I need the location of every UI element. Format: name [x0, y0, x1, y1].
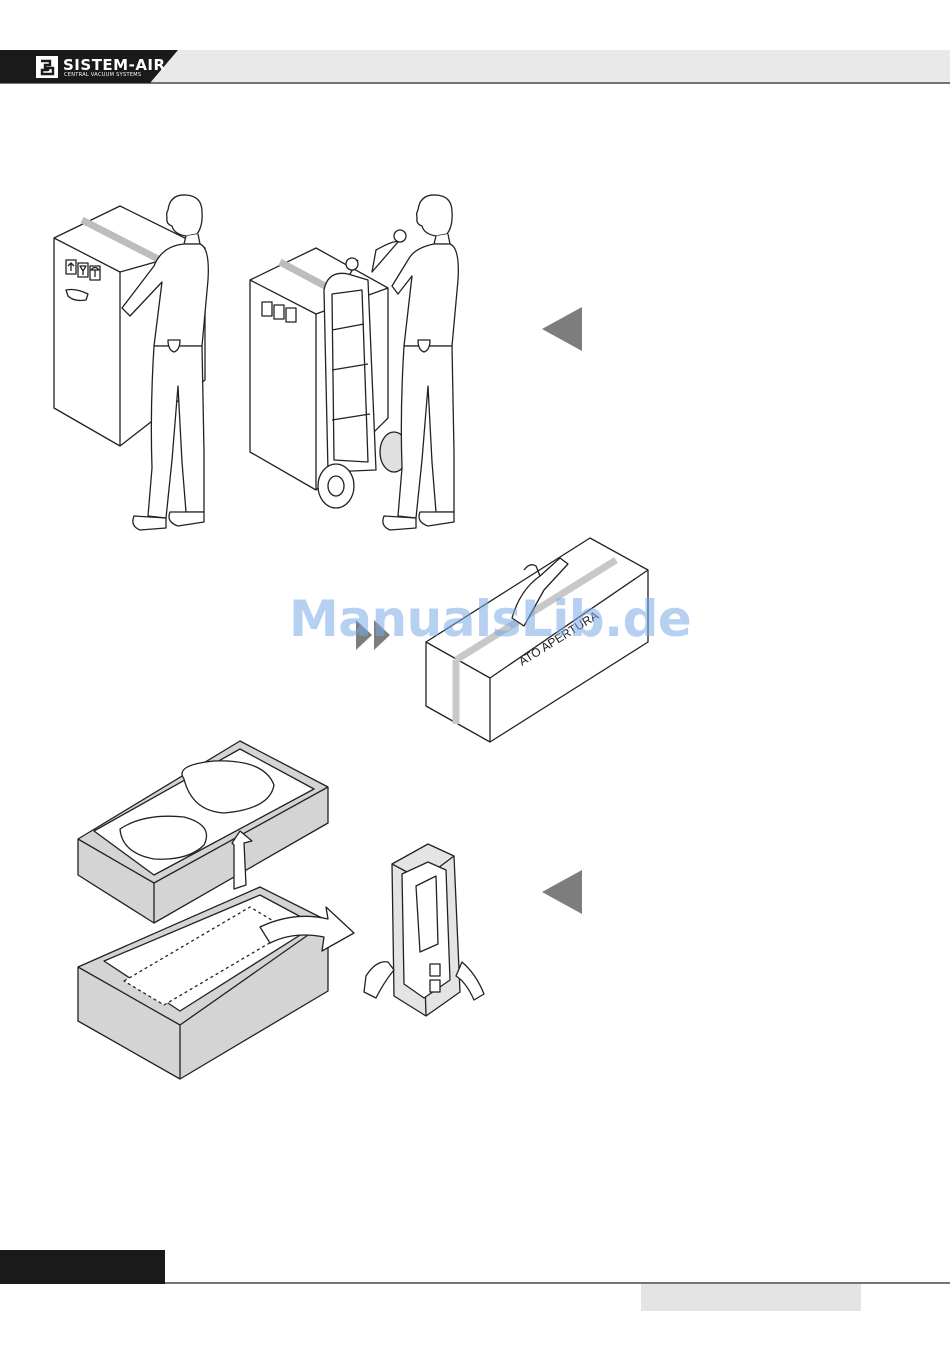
- illustration-hand-truck: [248, 190, 478, 550]
- watermark-text: ManualsLib.de: [289, 590, 691, 648]
- logo-icon: [36, 56, 60, 80]
- illustration-unit-handling: [358, 840, 498, 1020]
- page-footer: [0, 1248, 950, 1318]
- brand-tagline: CENTRAL VACUUM SYSTEMS: [64, 72, 141, 78]
- triangle-pointer-icon: [540, 305, 584, 353]
- illustration-packaging-open: [74, 735, 344, 1085]
- illustration-carry-box: [50, 190, 280, 550]
- triangle-pointer-icon: [540, 868, 584, 916]
